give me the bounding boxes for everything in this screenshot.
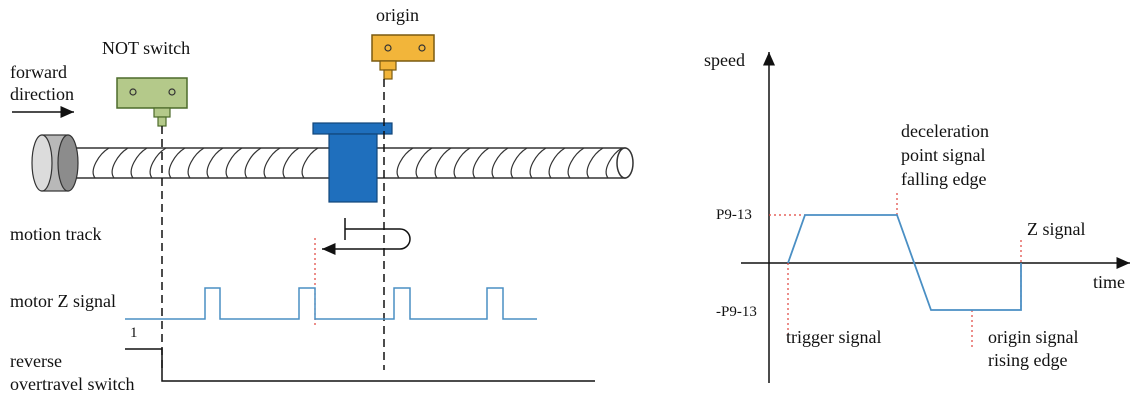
speed-axis-label: speed	[704, 50, 745, 70]
not-switch-label: NOT switch	[102, 38, 190, 58]
screw-thread	[586, 147, 604, 179]
screw-thread	[225, 147, 243, 179]
screw-thread	[396, 147, 414, 179]
mechanism-diagram: origin NOT switch forward direction	[10, 5, 634, 394]
screw-thread	[491, 147, 509, 179]
motor-z-signal-waveform	[125, 287, 537, 320]
origin-sensor	[371, 34, 435, 80]
forward-label-line2: direction	[10, 84, 74, 104]
screw-thread	[282, 147, 300, 179]
screw-thread	[244, 147, 262, 179]
screw-thread	[187, 147, 205, 179]
screw-thread	[605, 147, 623, 179]
decel-label-line3: falling edge	[901, 169, 986, 189]
origin-label: origin	[376, 5, 419, 25]
z-signal-label: Z signal	[1027, 219, 1086, 239]
reverse-label-line2: overtravel switch	[10, 374, 134, 394]
screw-thread	[453, 147, 471, 179]
p-neg-label: -P9-13	[716, 304, 757, 320]
decel-label-line2: point signal	[901, 145, 986, 165]
motor-z-signal-label: motor Z signal	[10, 291, 116, 311]
screw-thread	[168, 147, 186, 179]
forward-label-line1: forward	[10, 62, 67, 82]
reverse-overtravel-waveform	[125, 348, 595, 382]
screw-thread	[472, 147, 490, 179]
origin-signal-label-line1: origin signal	[988, 327, 1079, 347]
decel-label-line1: deceleration	[901, 121, 989, 141]
screw-thread	[206, 147, 224, 179]
p-pos-label: P9-13	[716, 207, 752, 223]
origin-signal-label-line2: rising edge	[988, 350, 1067, 370]
screw-thread	[567, 147, 585, 179]
not-switch-sensor	[116, 77, 188, 127]
screw-thread	[548, 147, 566, 179]
level-one-label: 1	[130, 325, 138, 341]
speed-profile-line	[787, 214, 1022, 311]
screw-thread	[92, 147, 110, 179]
screw-thread	[301, 147, 319, 179]
end-wheel	[31, 134, 79, 192]
screw-thread	[149, 147, 167, 179]
speed-graph: speed time P9-13 -P9-13 deceleration poi…	[704, 50, 1130, 383]
time-axis-label: time	[1093, 272, 1125, 292]
screw-thread	[415, 147, 433, 179]
motion-track-path	[322, 218, 411, 255]
screw-thread	[130, 147, 148, 179]
slider-block	[312, 122, 393, 203]
screw-thread	[529, 147, 547, 179]
reverse-label-line1: reverse	[10, 351, 62, 371]
screw-thread	[111, 147, 129, 179]
trigger-signal-label: trigger signal	[786, 327, 881, 347]
screw-thread	[510, 147, 528, 179]
motion-track-label: motion track	[10, 224, 101, 244]
screw-thread	[434, 147, 452, 179]
screw-thread	[263, 147, 281, 179]
